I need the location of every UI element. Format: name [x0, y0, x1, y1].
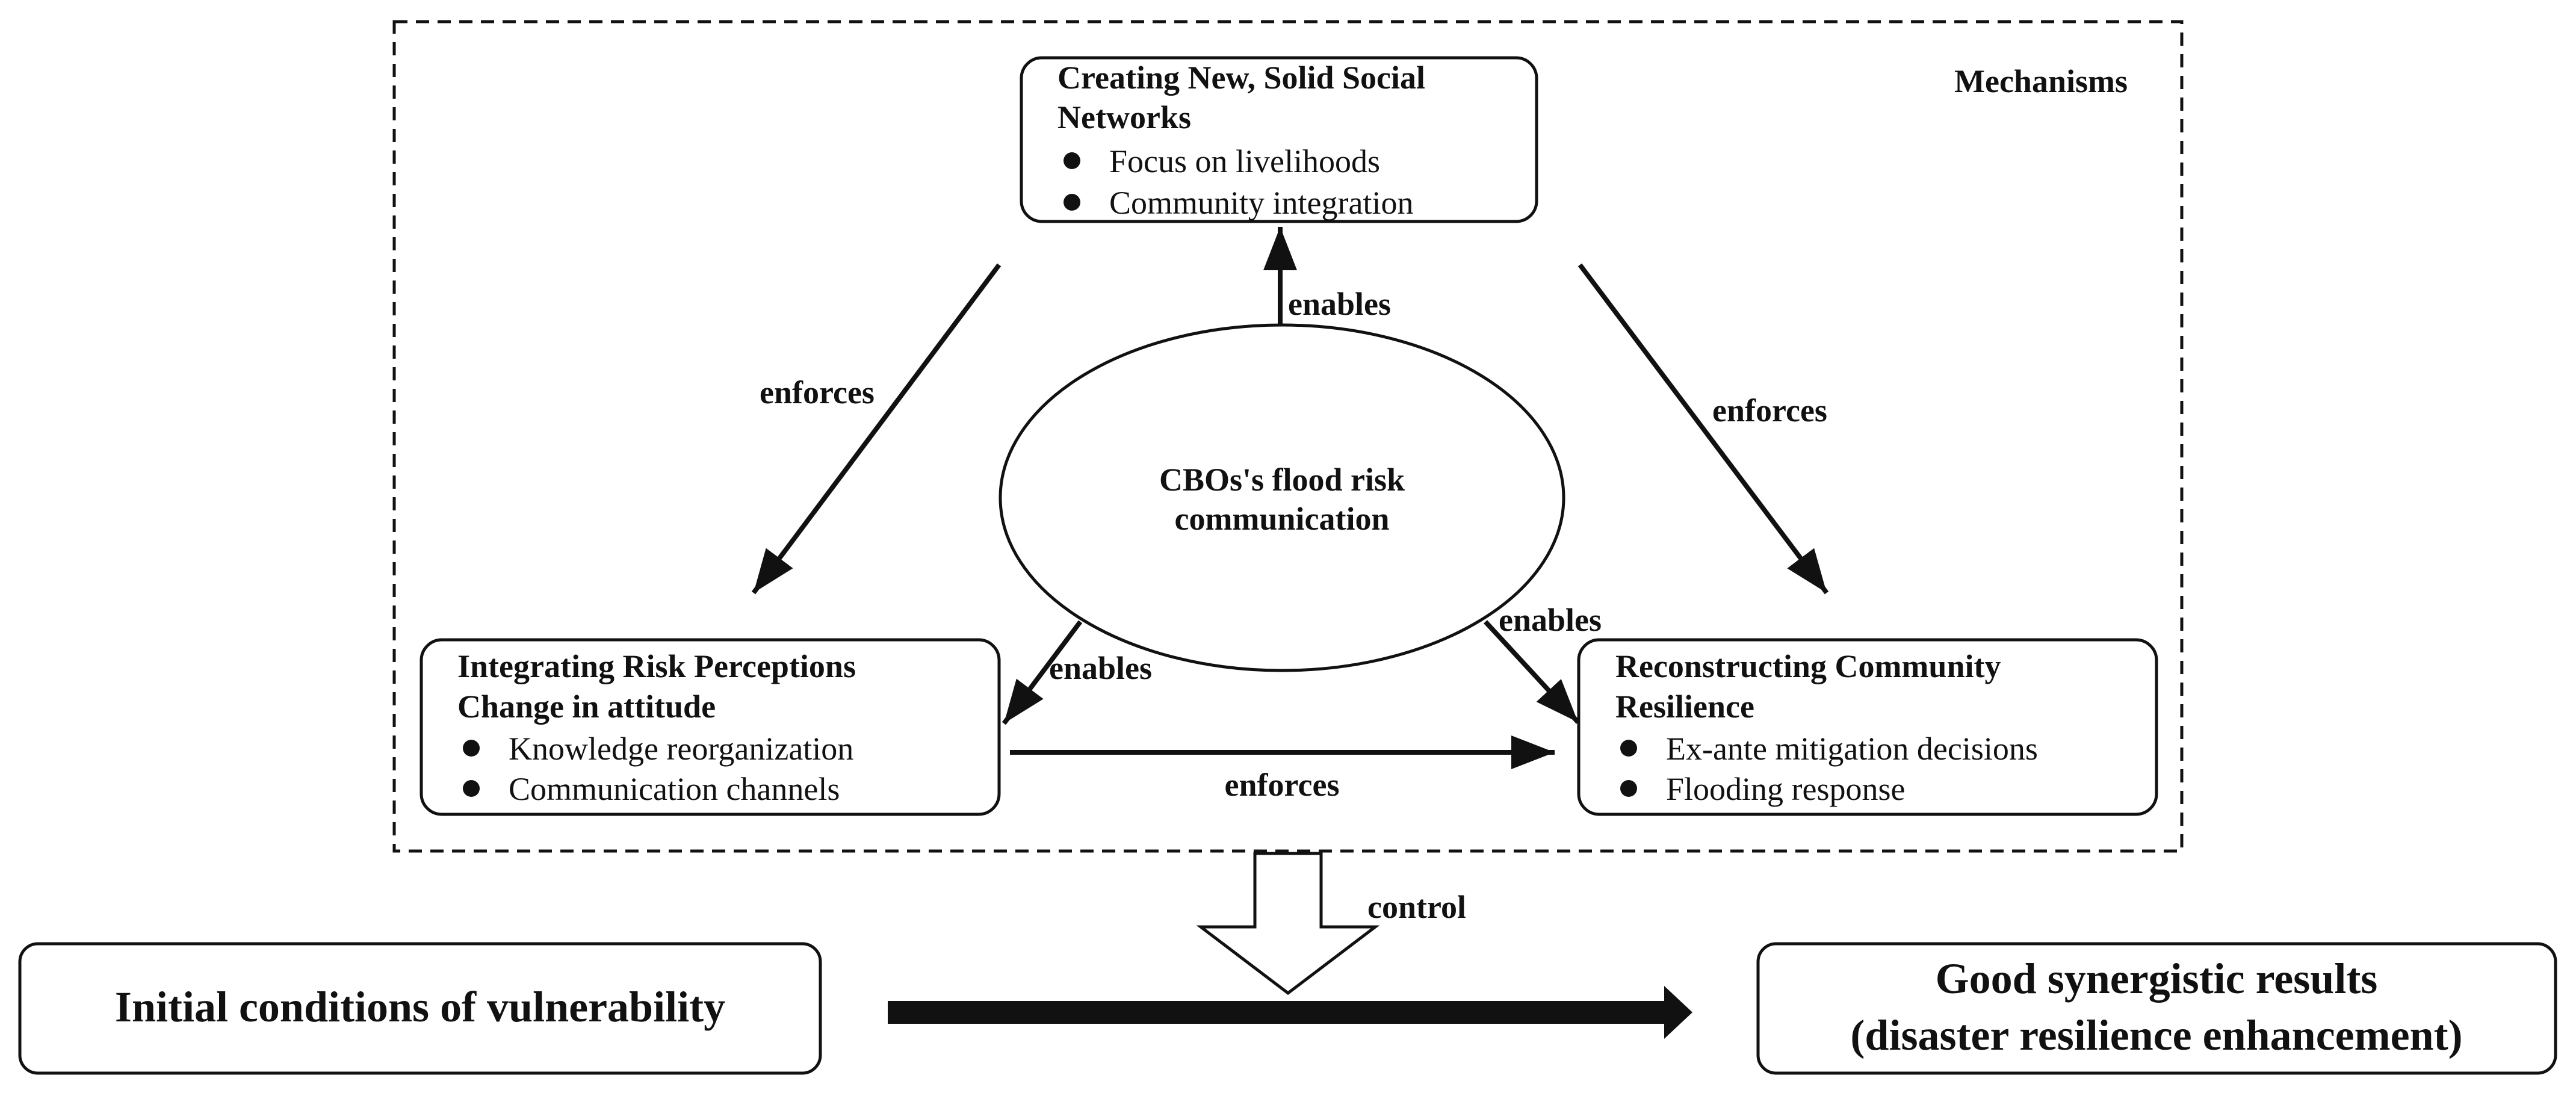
box-community-resilience-bullet-2: Flooding response — [1666, 771, 1906, 807]
bullet-icon — [1064, 152, 1080, 169]
box-synergistic-results: Good synergistic results (disaster resil… — [1756, 942, 2557, 1075]
arrow-initial-to-results-head — [1664, 986, 1692, 1039]
box-community-resilience-bullet-1: Ex-ante mitigation decisions — [1666, 731, 2038, 767]
control-block-arrow — [1196, 852, 1380, 995]
box-risk-perceptions-bullet-1: Knowledge reorganization — [509, 731, 853, 767]
bullet-icon — [1620, 740, 1637, 757]
box-risk-perceptions-title-2: Change in attitude — [457, 689, 716, 725]
box-community-resilience-title-2: Resilience — [1615, 689, 1754, 725]
bullet-icon — [1620, 780, 1637, 797]
initial-conditions-label: Initial conditions of vulnerability — [115, 983, 725, 1031]
edge-label-top-to-left: enforces — [760, 374, 875, 410]
box-risk-perceptions-bullet-2: Communication channels — [509, 771, 840, 807]
edge-label-top-to-right: enforces — [1712, 392, 1827, 429]
edge-label-center-to-left: enables — [1049, 650, 1152, 686]
box-social-networks-title-1: Creating New, Solid Social — [1057, 60, 1425, 96]
arrow-top-to-right — [1577, 263, 1829, 595]
arrow-top-to-left — [751, 263, 1002, 595]
arrow-center-to-right — [1484, 620, 1580, 724]
bullet-icon — [1064, 194, 1080, 211]
bullet-icon — [463, 740, 480, 757]
box-social-networks: Creating New, Solid Social Networks Focu… — [1020, 56, 1538, 223]
box-initial-conditions: Initial conditions of vulnerability — [18, 942, 822, 1075]
box-community-resilience: Reconstructing Community Resilience Ex-a… — [1577, 638, 2158, 816]
box-risk-perceptions: Integrating Risk Perceptions Change in a… — [420, 638, 1001, 816]
results-label-2: (disaster resilience enhancement) — [1850, 1011, 2462, 1059]
arrow-center-to-left — [1002, 620, 1083, 725]
box-risk-perceptions-title-1: Integrating Risk Perceptions — [457, 648, 856, 684]
box-social-networks-bullet-2: Community integration — [1109, 185, 1413, 221]
control-label: control — [1367, 889, 1466, 925]
box-social-networks-bullet-1: Focus on livelihoods — [1109, 143, 1380, 179]
edge-label-center-to-top: enables — [1288, 286, 1391, 322]
box-community-resilience-title-1: Reconstructing Community — [1615, 648, 2001, 684]
center-label-2: communication — [1175, 501, 1390, 537]
bullet-icon — [463, 780, 480, 797]
box-social-networks-title-2: Networks — [1057, 99, 1191, 135]
center-ellipse: CBOs's flood risk communication — [999, 323, 1565, 672]
edge-label-center-to-right: enables — [1499, 602, 1602, 638]
center-label-1: CBOs's flood risk — [1159, 462, 1405, 498]
results-label-1: Good synergistic results — [1936, 955, 2378, 1003]
mechanisms-frame — [392, 20, 2184, 853]
edge-label-left-to-right: enforces — [1225, 767, 1340, 803]
mechanisms-label: Mechanisms — [1954, 63, 2128, 99]
